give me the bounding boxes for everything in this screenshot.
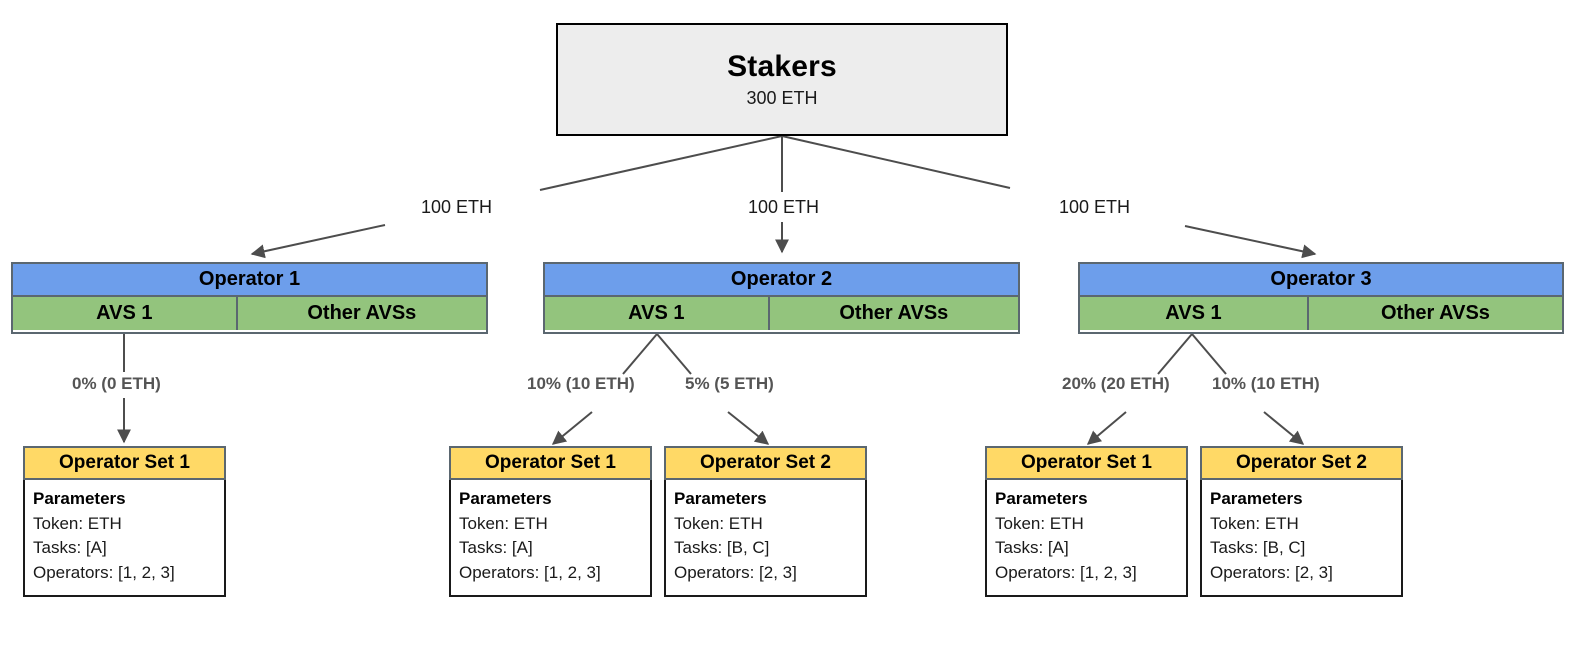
- operator-set-1-operators: Operators: [1, 2, 3]: [33, 562, 175, 582]
- operator-1-other-avss-cell[interactable]: Other AVSs: [237, 297, 486, 330]
- operator-1-header: Operator 1: [13, 264, 486, 297]
- operator-set-node-2[interactable]: Operator Set 1 Parameters Token: ETH Tas…: [449, 446, 652, 597]
- operator-set-4-operators: Operators: [1, 2, 3]: [995, 562, 1137, 582]
- operator-set-node-1[interactable]: Operator Set 1 Parameters Token: ETH Tas…: [23, 446, 226, 597]
- edge-stakers-op1-lower: [250, 224, 386, 259]
- operator-set-1-header: Operator Set 1: [23, 446, 226, 480]
- edge-op3-avs1-set1-lower: [1086, 411, 1127, 445]
- operator-set-4-token: Token: ETH: [995, 513, 1084, 533]
- edge-op2-avs1-set1-upper: [622, 333, 658, 375]
- operator-3-header: Operator 3: [1080, 264, 1562, 297]
- operator-set-4-params-heading: Parameters: [995, 489, 1088, 508]
- operator-node-2[interactable]: Operator 2 AVS 1 Other AVSs: [543, 262, 1020, 334]
- operator-2-other-avss-cell[interactable]: Other AVSs: [769, 297, 1018, 330]
- operator-set-2-params-heading: Parameters: [459, 489, 552, 508]
- operator-2-avs-row: AVS 1 Other AVSs: [545, 297, 1018, 330]
- edge-label-stake-operator-1: 100 ETH: [417, 197, 497, 218]
- edge-label-op1-allocation-1: 0% (0 ETH): [68, 374, 165, 394]
- operator-set-2-tasks: Tasks: [A]: [459, 538, 533, 558]
- operator-2-avs-1-cell[interactable]: AVS 1: [545, 297, 770, 330]
- operator-set-1-params-heading: Parameters: [33, 489, 126, 508]
- operator-set-3-token: Token: ETH: [674, 513, 763, 533]
- operator-set-2-header: Operator Set 1: [449, 446, 652, 480]
- edge-stakers-op1-upper: [539, 135, 783, 191]
- operator-1-avs-1-cell[interactable]: AVS 1: [13, 297, 238, 330]
- operator-set-1-token: Token: ETH: [33, 513, 122, 533]
- operator-set-5-header: Operator Set 2: [1200, 446, 1403, 480]
- operator-set-4-body: Parameters Token: ETH Tasks: [A] Operato…: [985, 480, 1188, 597]
- operator-set-5-params-heading: Parameters: [1210, 489, 1303, 508]
- edge-op3-avs1-set1-upper: [1157, 333, 1193, 375]
- edge-stakers-op3-lower: [1184, 225, 1317, 259]
- operator-set-4-tasks: Tasks: [A]: [995, 538, 1069, 558]
- operator-set-3-operators: Operators: [2, 3]: [674, 562, 797, 582]
- edge-label-op2-allocation-1: 10% (10 ETH): [523, 374, 639, 394]
- edge-op3-avs1-set2-lower: [1263, 411, 1305, 445]
- operator-set-3-body: Parameters Token: ETH Tasks: [B, C] Oper…: [664, 480, 867, 597]
- operator-set-4-header: Operator Set 1: [985, 446, 1188, 480]
- edge-op3-avs1-set2-upper: [1191, 333, 1227, 375]
- stakers-amount: 300 ETH: [746, 88, 818, 109]
- operator-2-header: Operator 2: [545, 264, 1018, 297]
- stakers-node[interactable]: Stakers 300 ETH: [556, 23, 1008, 136]
- operator-set-3-header: Operator Set 2: [664, 446, 867, 480]
- edge-stakers-op3-upper: [781, 135, 1011, 189]
- edge-label-op3-allocation-2: 10% (10 ETH): [1208, 374, 1324, 394]
- operator-1-avs-row: AVS 1 Other AVSs: [13, 297, 486, 330]
- stakers-title: Stakers: [727, 49, 837, 83]
- operator-node-3[interactable]: Operator 3 AVS 1 Other AVSs: [1078, 262, 1564, 334]
- edge-label-stake-operator-2: 100 ETH: [744, 197, 824, 218]
- operator-set-1-tasks: Tasks: [A]: [33, 538, 107, 558]
- operator-3-other-avss-cell[interactable]: Other AVSs: [1308, 297, 1562, 330]
- operator-set-3-params-heading: Parameters: [674, 489, 767, 508]
- operator-set-2-operators: Operators: [1, 2, 3]: [459, 562, 601, 582]
- operator-3-avs-row: AVS 1 Other AVSs: [1080, 297, 1562, 330]
- edge-op2-avs1-set2-upper: [656, 333, 692, 375]
- operator-set-3-tasks: Tasks: [B, C]: [674, 538, 770, 558]
- operator-set-2-token: Token: ETH: [459, 513, 548, 533]
- edge-label-stake-operator-3: 100 ETH: [1055, 197, 1135, 218]
- operator-set-2-body: Parameters Token: ETH Tasks: [A] Operato…: [449, 480, 652, 597]
- operator-set-5-token: Token: ETH: [1210, 513, 1299, 533]
- edge-label-op2-allocation-2: 5% (5 ETH): [681, 374, 778, 394]
- operator-set-node-4[interactable]: Operator Set 1 Parameters Token: ETH Tas…: [985, 446, 1188, 597]
- operator-set-5-body: Parameters Token: ETH Tasks: [B, C] Oper…: [1200, 480, 1403, 597]
- operator-set-node-5[interactable]: Operator Set 2 Parameters Token: ETH Tas…: [1200, 446, 1403, 597]
- operator-set-5-tasks: Tasks: [B, C]: [1210, 538, 1306, 558]
- edge-label-op3-allocation-1: 20% (20 ETH): [1058, 374, 1174, 394]
- operator-set-node-3[interactable]: Operator Set 2 Parameters Token: ETH Tas…: [664, 446, 867, 597]
- operator-set-1-body: Parameters Token: ETH Tasks: [A] Operato…: [23, 480, 226, 597]
- operator-node-1[interactable]: Operator 1 AVS 1 Other AVSs: [11, 262, 488, 334]
- operator-set-5-operators: Operators: [2, 3]: [1210, 562, 1333, 582]
- operator-3-avs-1-cell[interactable]: AVS 1: [1080, 297, 1309, 330]
- edge-op2-avs1-set1-lower: [551, 411, 593, 445]
- edge-op2-avs1-set2-lower: [727, 411, 770, 445]
